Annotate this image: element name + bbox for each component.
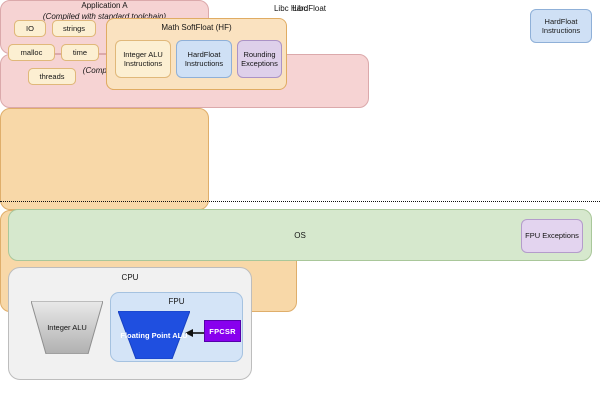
application-a-label: Application A (Compiled with standard to…	[1, 1, 208, 23]
libc-title: Libc	[292, 4, 308, 13]
math-softfloat-hf-title: Math SoftFloat (HF)	[161, 23, 232, 32]
os-box: OS FPU Exceptions	[8, 209, 592, 261]
floating-point-alu-trapezoid: Floating Point ALU	[118, 311, 190, 359]
libc-hf-pill-strings: strings	[52, 20, 96, 37]
hf-integer-alu-instructions: Integer ALU Instructions	[115, 40, 171, 78]
libc-hf-pill-io: IO	[14, 20, 46, 37]
libc-hardfloat-title: Libc HardFloat	[273, 4, 327, 13]
floating-point-alu-label: Floating Point ALU	[120, 330, 188, 340]
libc-box: Libc IO strings malloc time threads Math…	[0, 4, 307, 210]
cpu-title: CPU	[121, 273, 139, 282]
math-softfloat-hf-box: Math SoftFloat (HF) Integer ALU Instruct…	[106, 18, 287, 90]
libc-hf-pill-threads: threads	[28, 68, 76, 85]
fpu-title: FPU	[168, 297, 185, 306]
application-a-title: Application A	[81, 1, 128, 10]
integer-alu-trapezoid: Integer ALU	[31, 301, 103, 354]
floating-point-alu-shape-icon	[118, 311, 190, 359]
libc-hf-pill-time: time	[61, 44, 99, 61]
application-a-subtitle: (Compiled with standard toolchain)	[42, 11, 167, 21]
fpu-box: FPU Floating Point ALU FPCSR	[110, 292, 243, 362]
libc-hf-pill-malloc: malloc	[8, 44, 55, 61]
cpu-box: CPU Integer ALU FPU Floatin	[8, 267, 252, 380]
hf-rounding-exceptions: Rounding Exceptions	[237, 40, 282, 78]
hardfloat-instructions-badge: HardFloat Instructions	[530, 9, 592, 43]
fpcsr-register: FPCSR	[204, 320, 241, 342]
hf-hardfloat-instructions: HardFloat Instructions	[176, 40, 232, 78]
user-kernel-divider	[0, 201, 600, 202]
integer-alu-label: Integer ALU	[47, 323, 87, 332]
os-title: OS	[294, 230, 306, 240]
fpu-exceptions-badge: FPU Exceptions	[521, 219, 583, 253]
fpcsr-to-alu-arrow-icon	[185, 329, 204, 337]
integer-alu-shape-icon	[31, 301, 103, 354]
